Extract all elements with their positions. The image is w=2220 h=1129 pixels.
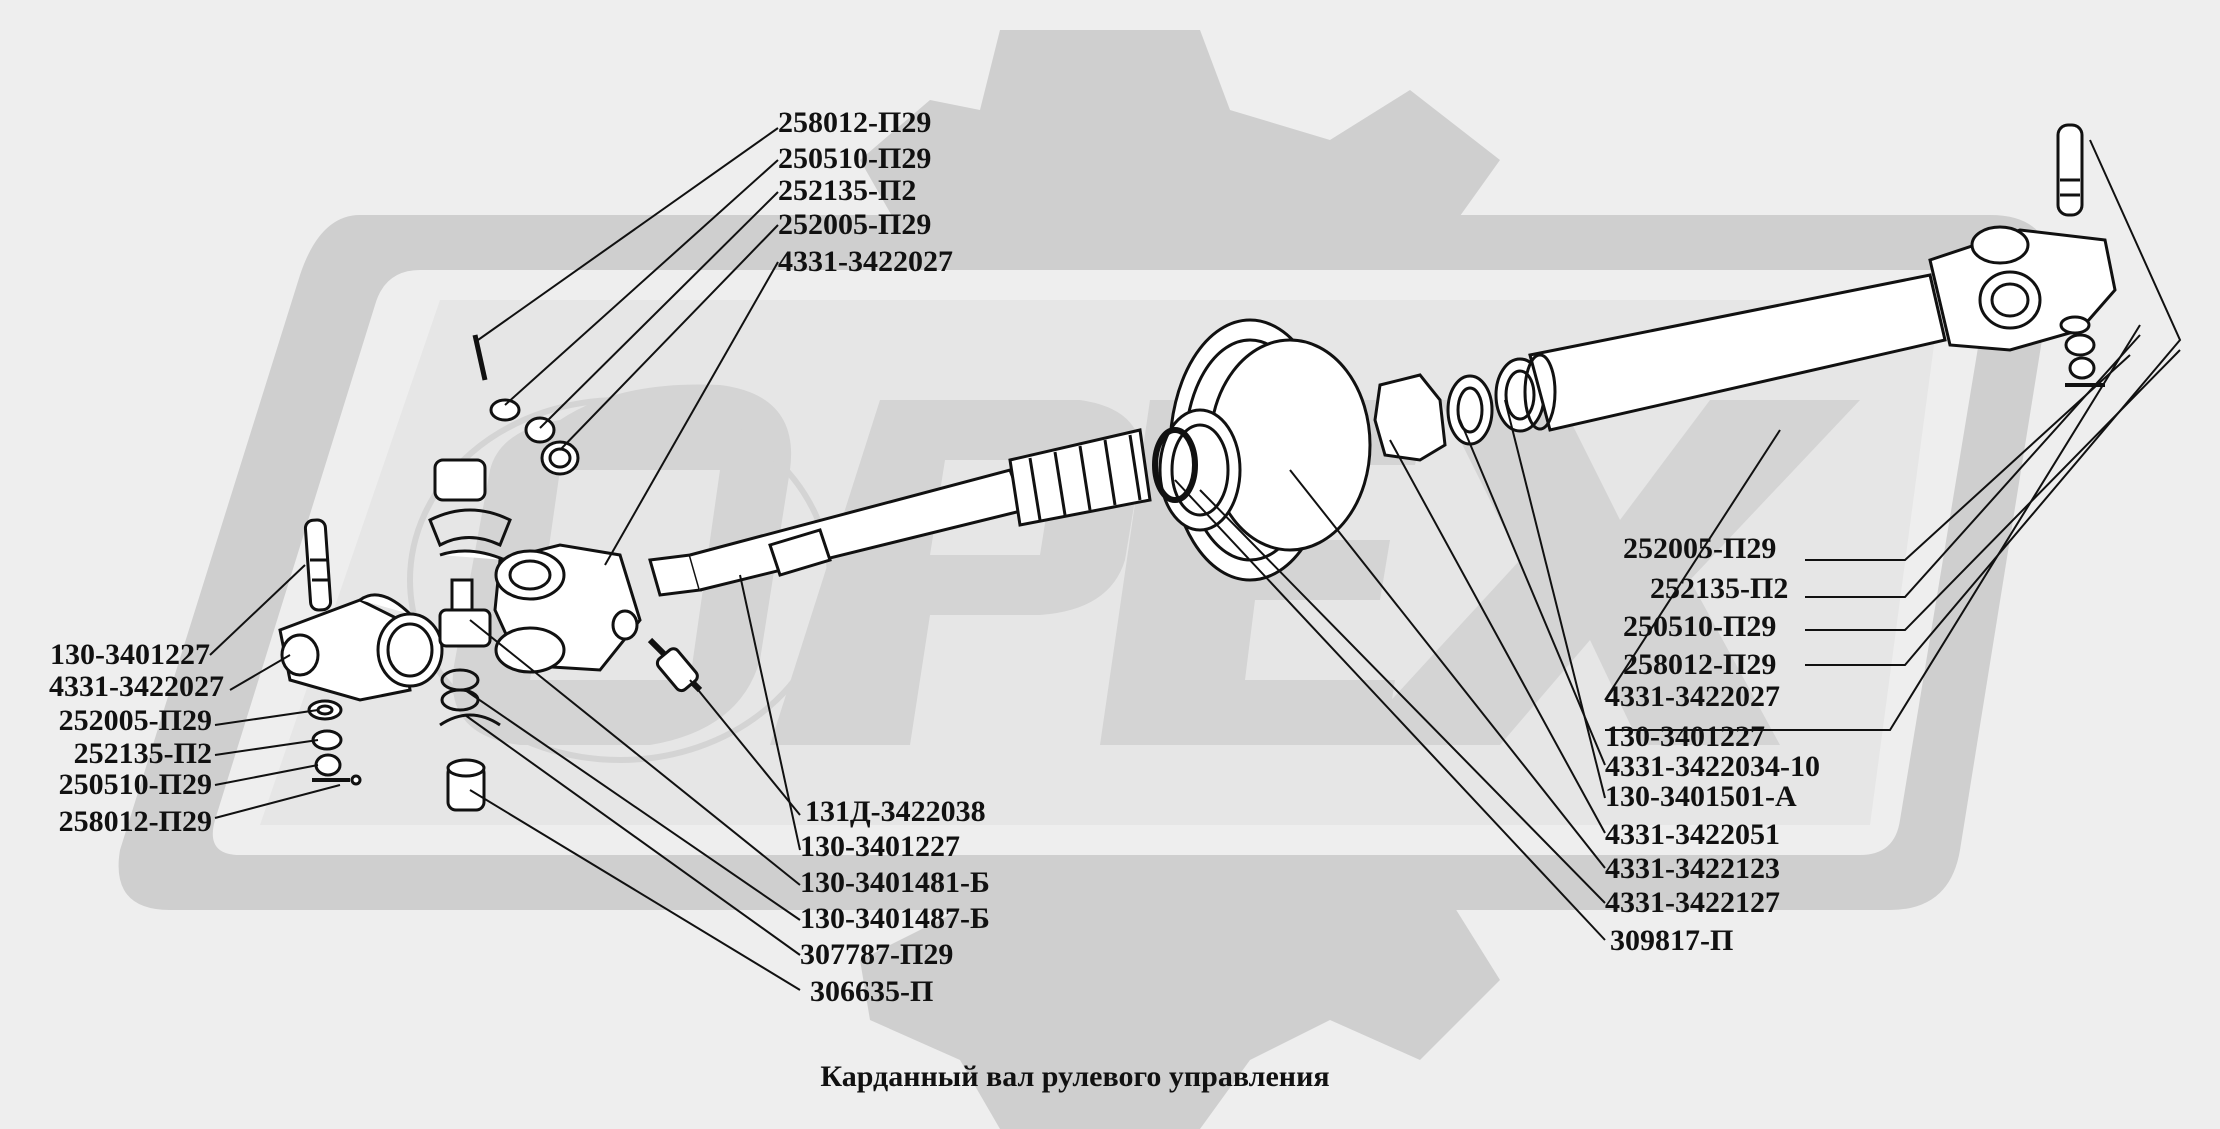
part-label: 307787-П29 (800, 938, 954, 971)
tube-shaft (1523, 273, 1947, 432)
left-small-parts (307, 699, 362, 786)
part-label: 252135-П2 (1650, 572, 1789, 605)
part-label: 130-3401227 (50, 638, 210, 671)
part-label: 4331-3422027 (49, 670, 224, 703)
part-label: 130-3401481-Б (800, 866, 990, 899)
part-label: 250510-П29 (778, 142, 932, 175)
leader-lines (209, 127, 2182, 991)
diagram-caption: Карданный вал рулевого управления (820, 1060, 1330, 1093)
part-label: 252005-П29 (1623, 532, 1777, 565)
watermark-disc (407, 397, 833, 763)
part-label: 252135-П2 (778, 174, 917, 207)
right-universal-joint (1928, 123, 2117, 387)
part-label: 258012-П29 (1623, 648, 1777, 681)
nut-and-rings (1373, 357, 1546, 462)
part-label: 4331-3422034-10 (1605, 750, 1820, 783)
part-label: 306635-П (810, 975, 934, 1008)
parts (278, 123, 2117, 812)
watermark-letter-o (452, 384, 792, 745)
splined-shaft (648, 428, 1152, 597)
seal-disc (1152, 318, 1372, 582)
watermark-letter-x (1350, 400, 1860, 745)
part-label: 130-3401487-Б (800, 902, 990, 935)
part-label: 309817-П (1610, 924, 1734, 957)
left-yoke (278, 518, 444, 702)
part-label: 258012-П29 (58, 805, 212, 838)
watermark-gear-bottom (860, 900, 1500, 1129)
watermark-gear (860, 30, 1500, 230)
part-label: 258012-П29 (778, 106, 932, 139)
top-left-small-parts (472, 334, 580, 476)
part-label: 252005-П29 (778, 208, 932, 241)
watermark-banner (118, 215, 2052, 910)
part-label: 4331-3422123 (1605, 852, 1780, 885)
part-label: 130-3401501-А (1605, 780, 1797, 813)
part-label: 252135-П2 (73, 737, 212, 770)
part-label: 252005-П29 (58, 704, 212, 737)
cross-spider (428, 458, 512, 812)
part-label: 250510-П29 (58, 768, 212, 801)
part-label: 130-3401227 (800, 830, 960, 863)
part-label: 130-3401227 (1605, 720, 1765, 753)
part-label: 4331-3422127 (1605, 886, 1780, 919)
part-label: 4331-3422051 (1605, 818, 1780, 851)
part-label: 4331-3422027 (778, 245, 953, 278)
part-label: 4331-3422027 (1605, 680, 1780, 713)
part-label: 131Д-3422038 (805, 795, 986, 828)
part-label: 250510-П29 (1623, 610, 1777, 643)
watermark-letter-r (770, 400, 1142, 745)
